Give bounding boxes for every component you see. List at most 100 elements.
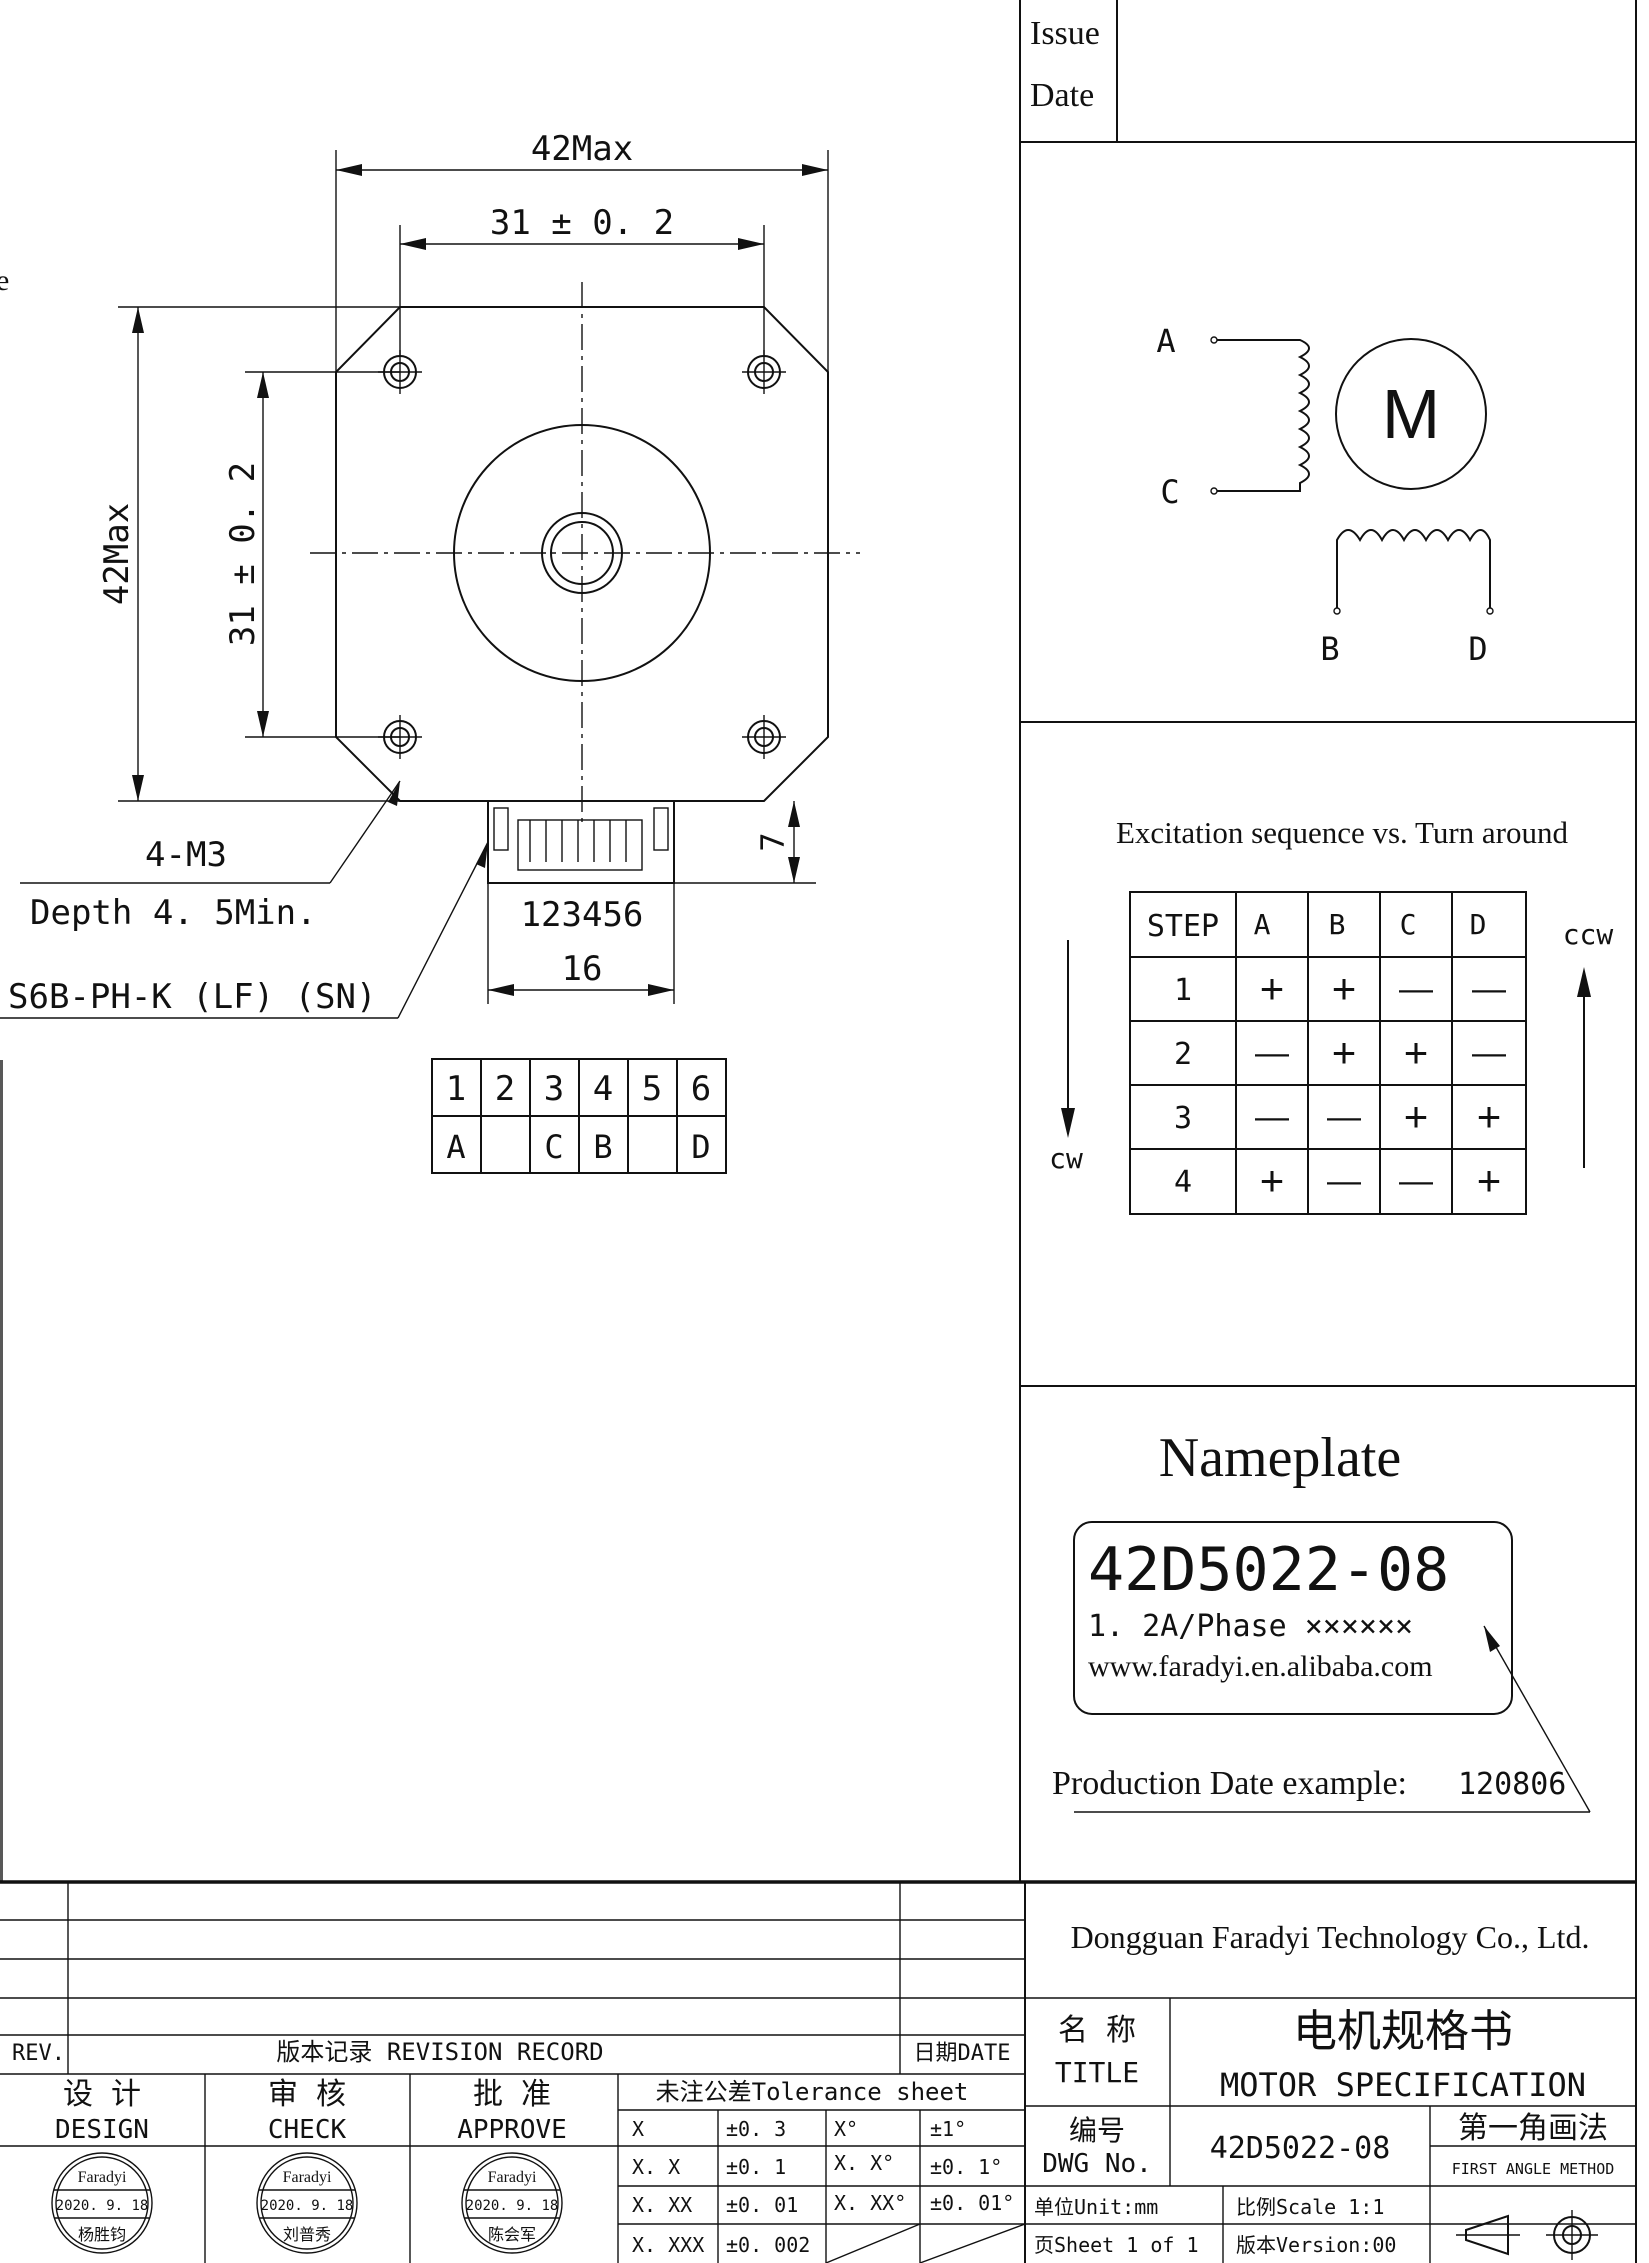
seq-cell: + — [1477, 1157, 1502, 1204]
seq-cell: + — [1404, 1093, 1429, 1140]
tolerance-cell: X. X° — [834, 2151, 894, 2175]
seq-step: 4 — [1174, 1165, 1192, 1200]
pin-phase: C — [544, 1128, 563, 1166]
stamp-date: 2020. 9. 18 — [56, 2198, 149, 2214]
pin-number: 4 — [593, 1069, 613, 1109]
tolerance-cell: X° — [834, 2117, 858, 2141]
seq-cell: + — [1260, 965, 1285, 1012]
pinout-table: 1 2 3 4 5 6 A C B D — [431, 1058, 727, 1174]
seq-cell: + — [1260, 1157, 1285, 1204]
projection-method-cn: 第一角画法 — [1458, 2111, 1608, 2146]
name-cn: 名 称 — [1058, 2013, 1136, 2048]
tolerance-cell: ±0. 002 — [726, 2233, 810, 2257]
tolerance-cell: X. XXX — [632, 2233, 704, 2257]
wiring-diagram: A C M B D — [1156, 322, 1494, 668]
approval-stamp: Faradyi 2020. 9. 18 杨胜钧 — [51, 2152, 153, 2254]
stamp-name: 刘普秀 — [283, 2226, 331, 2244]
nameplate-title: Nameplate — [1159, 1427, 1402, 1489]
approve-cn: 批 准 — [473, 2077, 551, 2112]
lead-c-label: C — [1160, 473, 1179, 511]
pin-number: 2 — [495, 1069, 515, 1109]
approval-stamp: Faradyi 2020. 9. 18 陈会军 — [461, 2152, 563, 2254]
lead-b-label: B — [1320, 630, 1339, 668]
seq-cell: — — [1255, 1098, 1289, 1136]
stamp-date: 2020. 9. 18 — [466, 2198, 559, 2214]
seq-header: D — [1470, 908, 1487, 941]
nameplate-model: 42D5022-08 — [1088, 1535, 1449, 1605]
unit-label: 单位Unit:mm — [1034, 2195, 1158, 2219]
tolerance-cell: X. XX — [632, 2193, 692, 2217]
seq-header: STEP — [1147, 909, 1219, 944]
tolerance-cell: ±0. 3 — [726, 2117, 786, 2141]
dim-connector-height: 7 — [754, 832, 792, 851]
seq-cell: — — [1399, 970, 1433, 1008]
connector-pin-numbers: 123456 — [521, 895, 644, 935]
pin-number: 5 — [642, 1069, 662, 1109]
coil-bd — [1336, 529, 1491, 608]
seq-header: A — [1254, 908, 1271, 941]
pin-phase: A — [446, 1128, 465, 1166]
seq-cell: + — [1404, 1029, 1429, 1076]
company-name: Dongguan Faradyi Technology Co., Ltd. — [1071, 1919, 1590, 1955]
dim-connector-width: 16 — [562, 949, 603, 989]
motor-letter: M — [1382, 375, 1440, 453]
stamp-date: 2020. 9. 18 — [261, 2198, 354, 2214]
design-cn: 设 计 — [63, 2077, 141, 2112]
seq-cell: + — [1332, 1029, 1357, 1076]
stamp-brand: Faradyi — [488, 2169, 537, 2186]
dim-hole-spacing-h: 31 ± 0. 2 — [490, 203, 674, 243]
nameplate-label — [1073, 1521, 1513, 1715]
design-en: DESIGN — [55, 2115, 149, 2145]
nameplate-rating: 1. 2A/Phase ×××××× — [1088, 1609, 1413, 1644]
nameplate-section: Nameplate 42D5022-08 1. 2A/Phase ×××××× … — [1052, 1427, 1591, 1813]
connector — [487, 800, 675, 884]
dim-height-max: 42Max — [97, 503, 137, 605]
date-column-label: 日期DATE — [914, 2041, 1011, 2066]
tolerance-cell: ±0. 01° — [930, 2191, 1014, 2215]
tolerance-cell: ±0. 01 — [726, 2193, 798, 2217]
tolerance-cell: X — [632, 2117, 644, 2141]
sheet-label: 页Sheet 1 of 1 — [1034, 2233, 1199, 2257]
seq-cell: — — [1472, 1034, 1506, 1072]
motor-symbol — [1335, 338, 1487, 490]
seq-header: C — [1400, 908, 1417, 941]
seq-step: 2 — [1174, 1037, 1192, 1072]
tolerance-cell: X. XX° — [834, 2191, 906, 2215]
pin-number: 6 — [691, 1069, 711, 1109]
seq-cell: + — [1477, 1093, 1502, 1140]
nameplate-website: www.faradyi.en.alibaba.com — [1088, 1650, 1433, 1683]
title-en: MOTOR SPECIFICATION — [1220, 2066, 1586, 2104]
tolerance-cell: X. X — [632, 2155, 680, 2179]
stamp-name: 陈会军 — [488, 2226, 536, 2244]
tolerance-cell: ±1° — [930, 2117, 966, 2141]
rev-label: REV. — [12, 2041, 65, 2066]
scale-label: 比例Scale 1:1 — [1236, 2195, 1384, 2219]
lead-a-label: A — [1156, 322, 1175, 360]
production-date-code: 120806 — [1458, 1767, 1566, 1802]
approve-en: APPROVE — [457, 2115, 567, 2145]
excitation-sequence: Excitation sequence vs. Turn around STEP… — [1049, 815, 1614, 1215]
seq-step: 3 — [1174, 1101, 1192, 1136]
dim-width-max: 42Max — [531, 129, 633, 169]
production-date-label: Production Date example: — [1052, 1765, 1407, 1802]
connector-part-number: S6B-PH-K (LF) (SN) — [8, 977, 376, 1017]
seq-step: 1 — [1174, 973, 1192, 1008]
pin-phase: B — [593, 1128, 612, 1166]
issue-label: Issue — [1030, 15, 1100, 52]
thread-callout: 4-M3 — [145, 835, 227, 875]
excitation-title: Excitation sequence vs. Turn around — [1116, 815, 1569, 850]
depth-callout: Depth 4. 5Min. — [30, 893, 317, 933]
seq-header: B — [1329, 908, 1346, 941]
ccw-label: ccw — [1563, 918, 1614, 951]
dwg-cn: 编号 — [1069, 2114, 1125, 2147]
left-edge-fragment: e — [0, 264, 9, 297]
revision-record-label: 版本记录 REVISION RECORD — [276, 2038, 603, 2066]
pin-number: 1 — [446, 1069, 466, 1109]
tolerance-cell: ±0. 1° — [930, 2155, 1002, 2179]
check-en: CHECK — [268, 2115, 347, 2145]
title-block: REV. 版本记录 REVISION RECORD 日期DATE 设 计 DES… — [0, 1882, 1636, 2263]
tolerance-cell: ±0. 1 — [726, 2155, 786, 2179]
